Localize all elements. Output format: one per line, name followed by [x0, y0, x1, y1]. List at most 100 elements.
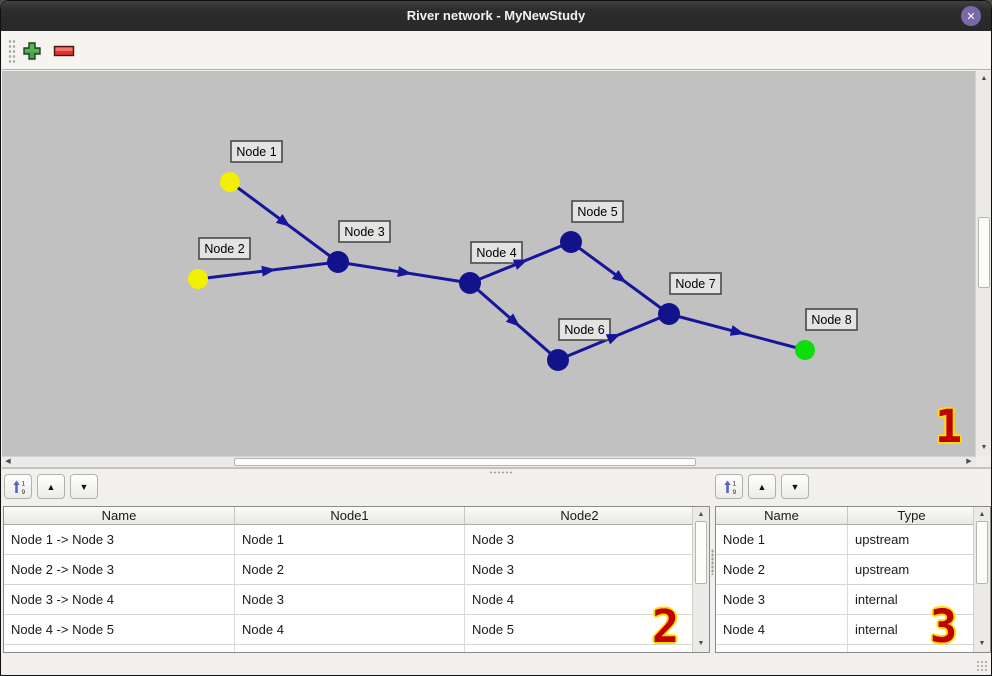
nodes-sort-button[interactable]: 1 9 — [715, 474, 743, 499]
canvas-horizontal-scrollbar[interactable]: ◀ ▶ — [2, 456, 976, 467]
table-cell[interactable]: Node 3 — [465, 525, 693, 555]
network-node[interactable] — [658, 303, 680, 325]
table-cell[interactable]: Node 1 — [716, 525, 848, 555]
table-cell[interactable]: upstream — [848, 555, 974, 585]
scroll-down-arrow[interactable]: ▼ — [980, 444, 988, 451]
table-cell — [848, 645, 974, 652]
node-label: Node 6 — [558, 318, 611, 341]
edge-direction-arrow-icon — [397, 266, 412, 277]
table-cell — [465, 645, 693, 652]
table-cell[interactable]: Node 2 -> Node 3 — [4, 555, 235, 585]
svg-text:Node 8: Node 8 — [811, 313, 851, 327]
remove-button[interactable] — [50, 37, 78, 65]
column-header[interactable]: Name — [4, 507, 235, 525]
scrollbar-corner — [976, 457, 991, 467]
column-header[interactable]: Name — [716, 507, 848, 525]
network-node[interactable] — [459, 272, 481, 294]
svg-text:Node 7: Node 7 — [675, 277, 715, 291]
vertical-splitter[interactable] — [710, 506, 715, 653]
canvas-hscroll-thumb[interactable] — [234, 458, 696, 466]
network-node[interactable] — [560, 231, 582, 253]
down-triangle-icon: ▼ — [790, 481, 800, 492]
edge-direction-arrow-icon — [611, 270, 627, 283]
scroll-up-arrow[interactable]: ▲ — [697, 511, 705, 518]
splitter-grip-icon — [489, 471, 513, 474]
edge-direction-arrow-icon — [505, 313, 521, 327]
table-cell[interactable]: Node 5 — [465, 615, 693, 645]
sort-ascending-icon: 1 9 — [12, 480, 25, 495]
up-triangle-icon: ▲ — [757, 481, 767, 492]
network-node[interactable] — [547, 349, 569, 371]
canvas-vertical-scrollbar[interactable]: ▲ ▼ — [975, 71, 991, 456]
scroll-down-arrow[interactable]: ▼ — [978, 640, 986, 647]
svg-text:1: 1 — [21, 480, 25, 487]
node-label: Node 2 — [198, 237, 251, 260]
edge-direction-arrow-icon — [729, 325, 745, 336]
scroll-up-arrow[interactable]: ▲ — [978, 511, 986, 518]
status-bar — [2, 653, 991, 675]
links-sort-button[interactable]: 1 9 — [4, 474, 32, 499]
scroll-right-arrow[interactable]: ▶ — [966, 458, 972, 465]
links-move-up-button[interactable]: ▲ — [37, 474, 65, 499]
table-cell[interactable]: Node 2 — [716, 555, 848, 585]
network-node[interactable] — [188, 269, 208, 289]
close-button[interactable]: ✕ — [961, 6, 981, 26]
table-cell[interactable]: Node 3 — [465, 555, 693, 585]
nodes-move-down-button[interactable]: ▼ — [781, 474, 809, 499]
node-label: Node 5 — [571, 200, 624, 223]
column-header[interactable]: Type — [848, 507, 974, 525]
edge-direction-arrow-icon — [512, 259, 528, 270]
scroll-down-arrow[interactable]: ▼ — [697, 640, 705, 647]
green-plus-icon — [23, 42, 41, 60]
table-cell[interactable]: Node 4 — [235, 615, 465, 645]
canvas-vscroll-thumb[interactable] — [978, 217, 990, 288]
window-titlebar[interactable]: River network - MyNewStudy ✕ — [1, 1, 991, 31]
node-label: Node 4 — [470, 241, 523, 264]
network-node[interactable] — [327, 251, 349, 273]
table-cell[interactable]: Node 2 — [235, 555, 465, 585]
svg-text:9: 9 — [732, 489, 736, 495]
add-button[interactable] — [18, 37, 46, 65]
table-cell[interactable]: Node 1 -> Node 3 — [4, 525, 235, 555]
table-cell[interactable]: internal — [848, 615, 974, 645]
table-cell[interactable]: Node 4 — [465, 585, 693, 615]
svg-text:Node 1: Node 1 — [236, 145, 276, 159]
table-cell — [4, 645, 235, 652]
red-minus-icon — [53, 45, 75, 57]
column-header[interactable]: Node1 — [235, 507, 465, 525]
scroll-left-arrow[interactable]: ◀ — [5, 458, 11, 465]
table-cell[interactable]: Node 3 — [716, 585, 848, 615]
column-header[interactable]: Node2 — [465, 507, 693, 525]
table-cell[interactable]: upstream — [848, 525, 974, 555]
nodes-move-up-button[interactable]: ▲ — [748, 474, 776, 499]
links-table-scrollbar[interactable]: ▲ ▼ — [692, 507, 709, 652]
table-cell[interactable]: Node 4 — [716, 615, 848, 645]
svg-text:Node 5: Node 5 — [577, 205, 617, 219]
links-move-down-button[interactable]: ▼ — [70, 474, 98, 499]
table-cell[interactable]: Node 1 — [235, 525, 465, 555]
table-cell[interactable]: internal — [848, 585, 974, 615]
svg-text:Node 4: Node 4 — [476, 246, 516, 260]
horizontal-splitter[interactable] — [2, 467, 991, 474]
toolbar-grip-handle[interactable] — [8, 39, 16, 63]
nodes-scroll-thumb[interactable] — [976, 521, 988, 584]
up-triangle-icon: ▲ — [46, 481, 56, 492]
network-node[interactable] — [220, 172, 240, 192]
table-cell[interactable]: Node 3 — [235, 585, 465, 615]
network-node[interactable] — [795, 340, 815, 360]
resize-grip[interactable] — [976, 660, 988, 672]
close-icon: ✕ — [966, 10, 976, 23]
scroll-up-arrow[interactable]: ▲ — [980, 75, 988, 82]
links-scroll-thumb[interactable] — [695, 521, 707, 584]
svg-text:Node 6: Node 6 — [564, 323, 604, 337]
table-cell[interactable]: Node 3 -> Node 4 — [4, 585, 235, 615]
nodes-table-scrollbar[interactable]: ▲ ▼ — [973, 507, 990, 652]
table-cell[interactable]: Node 4 -> Node 5 — [4, 615, 235, 645]
window-title: River network - MyNewStudy — [406, 8, 586, 23]
